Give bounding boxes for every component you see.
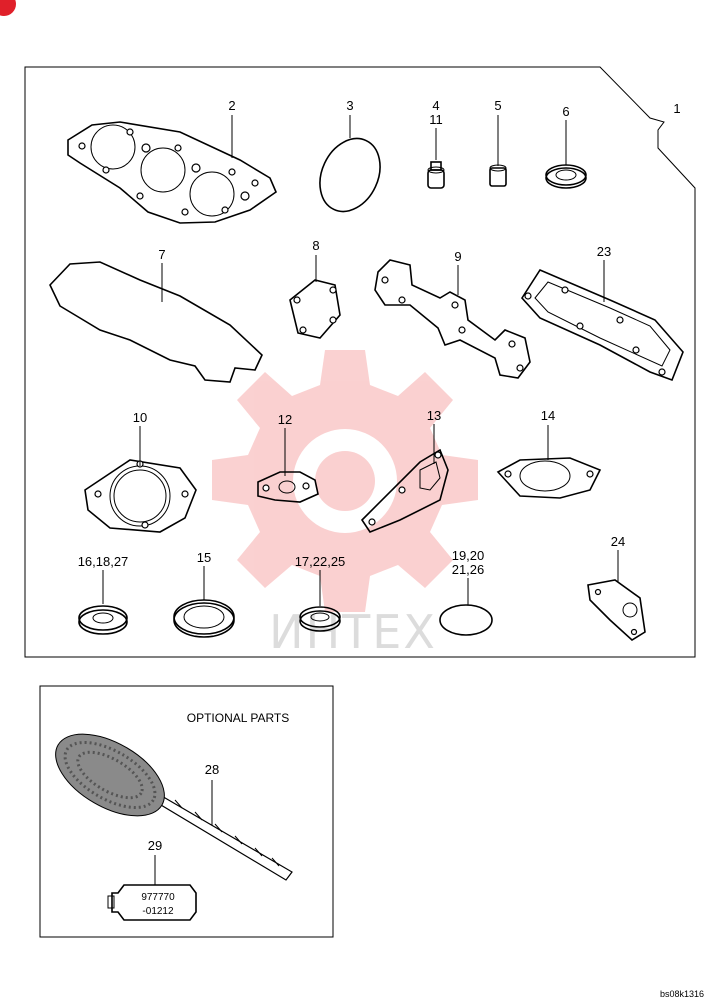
drawing-code: bs08k1316 [660,989,704,999]
callout-9: 9 [454,249,461,264]
callout-12: 12 [278,412,292,427]
callout-6: 6 [562,104,569,119]
part-19-20-21-26-disc[interactable] [439,604,493,636]
callout-1: 1 [673,101,680,116]
part-24-gasket[interactable] [587,579,646,641]
tube-label-line2: -01212 [142,906,174,917]
part-13-gasket[interactable] [360,448,449,533]
callout-10: 10 [133,410,147,425]
callout-13: 13 [427,408,441,423]
watermark-gear-icon [212,350,478,612]
tube-label-line1: 977770 [141,892,175,903]
part-29-sealant-tube[interactable]: 977770 -01212 [107,884,197,921]
callout-8: 8 [312,238,319,253]
callout-4: 4 [432,98,439,113]
part-9-manifold-gasket[interactable] [374,259,531,379]
part-14-gasket[interactable] [496,457,602,499]
part-7-cover-gasket[interactable] [49,261,263,383]
callout-16-18-27: 16,18,27 [78,554,129,569]
part-4-11-valve-seal[interactable] [427,161,445,189]
part-17-22-25-washer[interactable] [299,606,341,632]
callout-23: 23 [597,244,611,259]
leader-lines [102,115,619,885]
part-12-gasket[interactable] [257,471,319,503]
part-2-head-gasket[interactable] [67,121,277,224]
callout-21-26: 21,26 [452,562,485,577]
callout-5: 5 [494,98,501,113]
part-16-18-27-washer[interactable] [78,605,128,635]
callout-29: 29 [148,838,162,853]
part-15-ring[interactable] [173,599,235,638]
corner-mark-icon [0,0,16,16]
part-10-pipe-gasket[interactable] [84,459,197,533]
main-frame [24,66,696,658]
part-8-gasket[interactable] [289,279,341,339]
optional-parts-frame [39,685,334,938]
callout-24: 24 [611,534,625,549]
callout-11: 11 [429,112,443,127]
callout-2: 2 [228,98,235,113]
callout-14: 14 [541,408,555,423]
callout-3: 3 [346,98,353,113]
optional-parts-title: OPTIONAL PARTS [187,711,289,725]
callout-28: 28 [205,762,219,777]
part-23-intake-gasket[interactable] [520,268,684,382]
part-6-oil-seal[interactable] [545,164,587,189]
callout-19-20: 19,20 [452,548,485,563]
part-28-brush[interactable] [42,717,293,881]
callout-7: 7 [158,247,165,262]
callout-17-22-25: 17,22,25 [295,554,346,569]
part-5-bushing[interactable] [489,164,507,187]
watermark-text: ИНТЕХ [269,605,437,659]
callout-labels: 1 2 3 4 11 5 6 7 8 9 23 10 12 13 14 24 1… [78,98,681,577]
callout-15: 15 [197,550,211,565]
part-3-o-ring[interactable] [309,129,392,222]
